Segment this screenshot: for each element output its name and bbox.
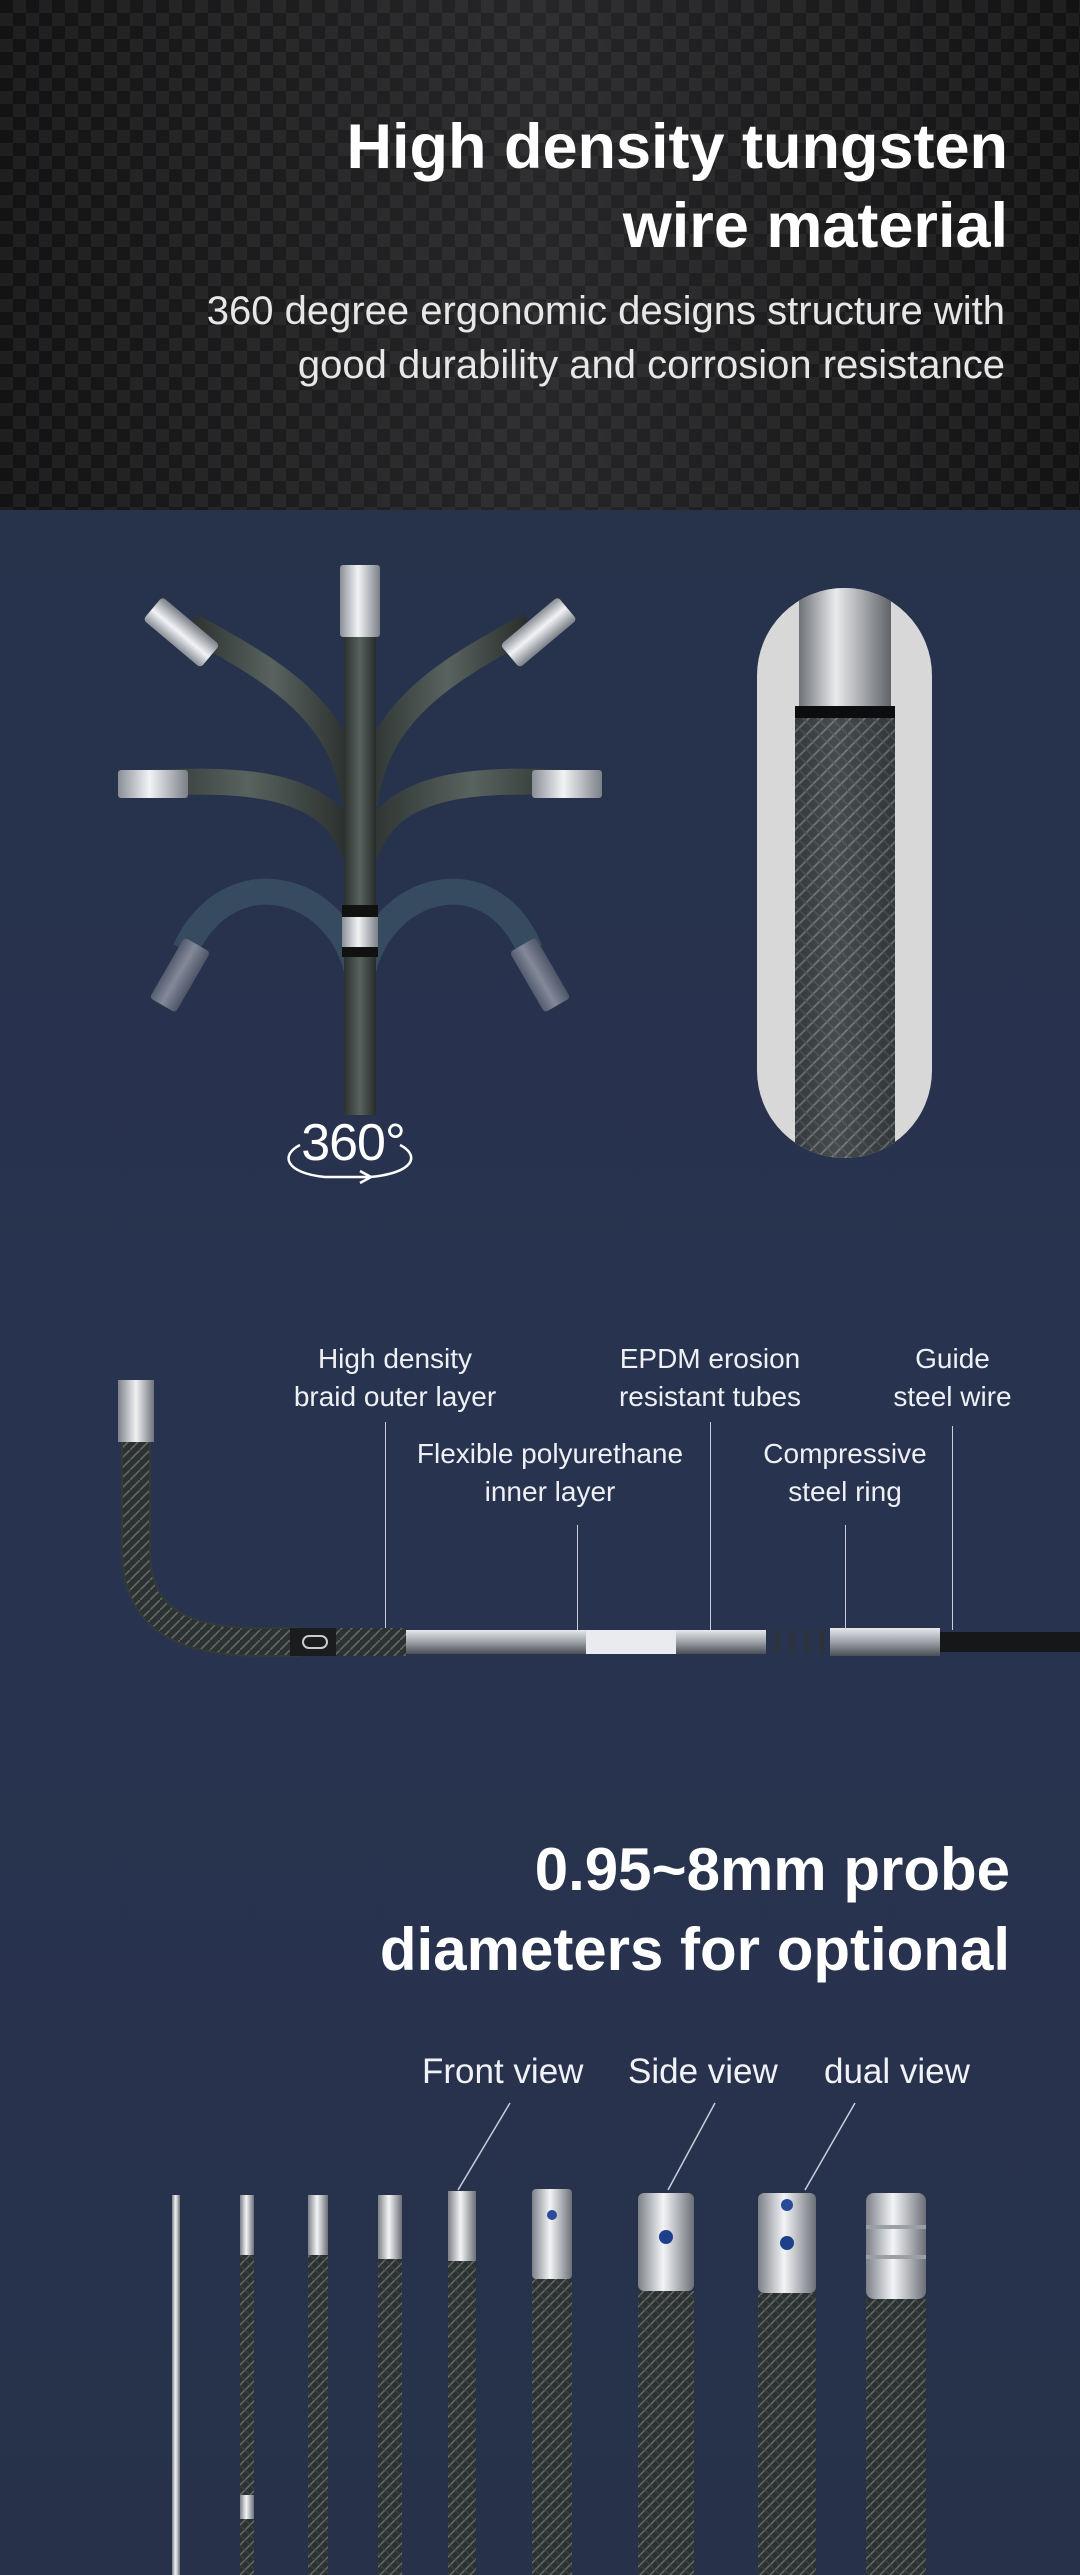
hero-subtitle: 360 degree ergonomic designs structure w… xyxy=(45,284,1005,392)
hero-banner: High density tungsten wire material 360 … xyxy=(0,0,1080,510)
rotation-label: 360° xyxy=(301,1114,406,1172)
label-polyurethane-line1: Flexible polyurethane xyxy=(416,1438,684,1469)
label-braid-line2: braid outer layer xyxy=(293,1381,497,1412)
label-guide-line2: steel wire xyxy=(893,1381,1012,1412)
label-dual-view: dual view xyxy=(824,2052,970,2091)
rotation-arrow-icon xyxy=(287,1143,413,1185)
view-leader-lines xyxy=(457,2102,856,2191)
hero-subtitle-line1: 360 degree ergonomic designs structure w… xyxy=(206,289,1005,333)
probe-structure-image xyxy=(118,1380,1080,1657)
label-guide-steel-wire: Guide steel wire xyxy=(870,1340,1035,1416)
label-epdm-line1: EPDM erosion xyxy=(619,1343,801,1374)
probe-title-line2: diameters for optional xyxy=(379,1916,1010,1983)
probe-diameter-title: 0.95~8mm probe diameters for optional xyxy=(110,1830,1010,1990)
label-ring-line1: Compressive xyxy=(763,1438,927,1469)
label-guide-line1: Guide xyxy=(915,1343,990,1374)
label-braid-outer-layer: High density braid outer layer xyxy=(265,1340,525,1416)
label-polyurethane-inner-layer: Flexible polyurethane inner layer xyxy=(390,1435,710,1511)
articulating-probe-image xyxy=(110,555,610,1115)
leader-line-polyurethane xyxy=(577,1525,578,1630)
leader-line-epdm xyxy=(710,1422,711,1630)
label-side-view: Side view xyxy=(628,2052,778,2091)
label-epdm-line2: resistant tubes xyxy=(618,1381,802,1412)
leader-line-guide xyxy=(952,1426,953,1630)
leader-line-ring xyxy=(845,1525,846,1630)
probe-title-line1: 0.95~8mm probe xyxy=(534,1836,1010,1903)
hero-title-line1: High density tungsten xyxy=(346,112,1009,182)
hero-title-line2: wire material xyxy=(622,191,1008,261)
hero-subtitle-line2: good durability and corrosion resistance xyxy=(297,343,1005,387)
leader-line-braid xyxy=(385,1422,386,1628)
label-polyurethane-line2: inner layer xyxy=(484,1476,616,1507)
label-braid-line1: High density xyxy=(317,1343,473,1374)
label-compressive-steel-ring: Compressive steel ring xyxy=(735,1435,955,1511)
hero-title: High density tungsten wire material xyxy=(108,108,1009,266)
label-epdm-tubes: EPDM erosion resistant tubes xyxy=(590,1340,830,1416)
label-front-view: Front view xyxy=(422,2052,584,2091)
probe-lineup-image xyxy=(172,2189,926,2575)
label-ring-line2: steel ring xyxy=(788,1476,902,1507)
braid-closeup-image xyxy=(757,588,932,1158)
